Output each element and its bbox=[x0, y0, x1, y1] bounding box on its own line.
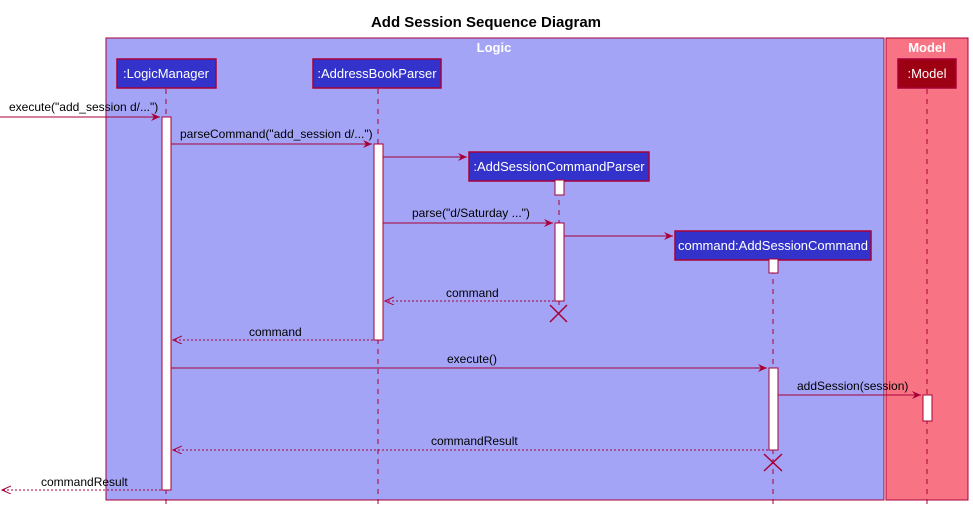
diagram-title: Add Session Sequence Diagram bbox=[371, 14, 601, 31]
message-parse-command-label: parseCommand("add_session d/...") bbox=[180, 127, 373, 141]
destroy-command-marker bbox=[763, 453, 783, 472]
model-box-title: Model bbox=[908, 40, 946, 55]
return-command-1-label: command bbox=[446, 286, 499, 300]
destroy-parser-marker bbox=[549, 304, 568, 323]
message-add-session-label: addSession(session) bbox=[797, 379, 908, 393]
participant-model-label: :Model bbox=[907, 66, 946, 81]
activation-add-session-command-parser bbox=[554, 222, 565, 302]
participant-add-session-command bbox=[674, 230, 872, 261]
participant-address-book-parser-label: :AddressBookParser bbox=[317, 66, 437, 81]
return-command-2-label: command bbox=[249, 325, 302, 339]
participant-address-book-parser bbox=[312, 58, 442, 89]
activation-add-session-command-init bbox=[768, 258, 779, 274]
return-command-result-out-label: commandResult bbox=[41, 475, 128, 489]
activation-add-session-command bbox=[768, 367, 779, 451]
activation-logic-manager bbox=[161, 116, 172, 491]
logic-box bbox=[105, 37, 885, 501]
participant-logic-manager bbox=[116, 58, 217, 89]
participant-add-session-command-parser-label: :AddSessionCommandParser bbox=[473, 159, 645, 174]
participant-model bbox=[897, 58, 957, 89]
message-execute-in-label: execute("add_session d/...") bbox=[9, 100, 158, 114]
message-parse-label: parse("d/Saturday ...") bbox=[412, 206, 530, 220]
participant-add-session-command-label: command:AddSessionCommand bbox=[678, 238, 868, 253]
message-execute-label: execute() bbox=[447, 352, 497, 366]
logic-box-title: Logic bbox=[477, 40, 512, 55]
participant-logic-manager-label: :LogicManager bbox=[123, 66, 210, 81]
activation-address-book-parser bbox=[373, 143, 384, 341]
activation-model bbox=[922, 394, 933, 422]
activation-add-session-command-parser-init bbox=[554, 179, 565, 196]
return-command-result-label: commandResult bbox=[431, 434, 518, 448]
